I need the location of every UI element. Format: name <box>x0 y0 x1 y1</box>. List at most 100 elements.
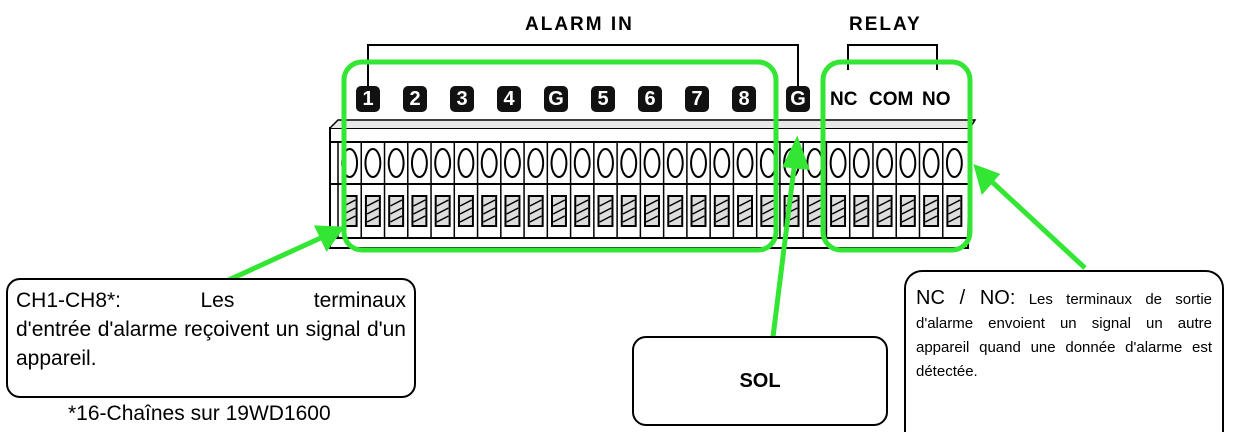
relay-no-label: NO <box>922 89 951 110</box>
clamp-hatch <box>459 207 473 215</box>
alarm-in-label: ALARM IN <box>525 14 634 35</box>
clamp-hatch <box>738 207 752 215</box>
clamp-hatch <box>529 199 542 207</box>
terminal-hole <box>457 148 475 178</box>
clamp-hatch <box>948 207 961 215</box>
clamp-hatch <box>924 215 938 223</box>
terminal-hole <box>480 148 498 178</box>
clamp-hatch <box>506 207 519 215</box>
relay-arrow-head <box>973 163 1001 196</box>
terminal-hole <box>410 148 428 178</box>
channels-arrow-head <box>313 225 345 252</box>
clamp-hatch <box>901 207 915 215</box>
clamp-hatch <box>366 207 380 215</box>
channels-callout-tail: terminaux <box>313 289 406 312</box>
clamp-hatch <box>715 199 728 207</box>
clamp-hatch <box>622 207 635 215</box>
relay-label: RELAY <box>849 14 922 35</box>
clamp-hatch <box>552 199 566 207</box>
terminal-hole <box>620 148 638 178</box>
clamp-hatch <box>948 215 961 223</box>
clamp-hatch <box>901 215 915 223</box>
clamp-hatch <box>692 215 705 223</box>
relay-callout: NC / NO: Les terminaux de sortie d'alarm… <box>904 270 1224 432</box>
clamp-hatch <box>389 199 403 207</box>
clamp-hatch <box>808 207 821 215</box>
clamp-hatch <box>529 215 542 223</box>
clamp-hatch <box>645 199 659 207</box>
ground-1-badge: G <box>544 86 568 112</box>
footnote: *16-Chaînes sur 19WD1600 <box>68 402 331 425</box>
alarm-in-bracket <box>367 44 799 88</box>
clamp-hatch <box>459 199 473 207</box>
clamp-hatch <box>924 199 938 207</box>
clamp-hatch <box>413 199 426 207</box>
clamp-hatch <box>599 199 612 207</box>
terminal-hole <box>736 148 754 178</box>
clamp-hatch <box>855 199 868 207</box>
channel-3-badge: 3 <box>450 86 474 112</box>
terminal-hole <box>643 148 661 178</box>
clamp-hatch <box>413 215 426 223</box>
terminal-hole <box>713 148 731 178</box>
alarm-in-highlight <box>341 59 779 253</box>
clamp-hatch <box>692 199 705 207</box>
terminal-hole <box>899 148 917 178</box>
channel-4-badge: 4 <box>497 86 521 112</box>
terminal-hole <box>852 148 870 178</box>
channel-1-badge: 1 <box>356 86 380 112</box>
clamp-hatch <box>669 207 682 215</box>
clamp-hatch <box>529 207 542 215</box>
clamp-hatch <box>715 207 728 215</box>
channel-5-badge: 5 <box>591 86 615 112</box>
clamp-hatch <box>831 199 845 207</box>
clamp-hatch <box>413 207 426 215</box>
channels-callout: CH1-CH8*: Les terminaux d'entrée d'alarm… <box>6 278 416 398</box>
clamp-hatch <box>622 199 635 207</box>
relay-callout-lead: NC / NO: <box>916 287 1016 309</box>
clamp-hatch <box>738 215 752 223</box>
clamp-hatch <box>692 207 705 215</box>
clamp-hatch <box>878 215 891 223</box>
terminal-hole <box>527 148 545 178</box>
clamp-hatch <box>436 207 449 215</box>
clamp-hatch <box>459 215 473 223</box>
clamp-hatch <box>483 207 496 215</box>
relay-bracket <box>847 44 938 70</box>
clamp-hatch <box>878 199 891 207</box>
terminal-hole <box>690 148 707 178</box>
terminal-hole <box>876 148 894 178</box>
clamp-hatch <box>831 207 845 215</box>
relay-arrow-line <box>988 178 1087 270</box>
clamp-hatch <box>645 215 659 223</box>
clamp-hatch <box>389 207 403 215</box>
ground-arrow-line <box>770 159 798 338</box>
terminal-hole <box>434 148 452 178</box>
clamp-hatch <box>552 207 566 215</box>
clamp-hatch <box>366 199 380 207</box>
clamp-hatch <box>901 199 915 207</box>
clamp-hatch <box>808 199 821 207</box>
channel-2-badge: 2 <box>403 86 427 112</box>
relay-com-label: COM <box>869 89 914 110</box>
terminal-hole <box>573 148 591 178</box>
clamp-hatch <box>622 215 635 223</box>
terminal-block <box>329 119 977 249</box>
clamp-hatch <box>599 215 612 223</box>
clamp-hatch <box>483 215 496 223</box>
clamp-hatch <box>855 207 868 215</box>
clamp-hatch <box>506 199 519 207</box>
terminal-hole <box>387 148 405 178</box>
relay-highlight <box>820 59 973 253</box>
clamp-hatch <box>576 199 589 207</box>
channel-6-badge: 6 <box>638 86 662 112</box>
terminal-hole <box>364 148 382 178</box>
terminal-hole <box>597 148 614 178</box>
clamp-hatch <box>855 215 868 223</box>
clamp-hatch <box>599 207 612 215</box>
clamp-hatch <box>366 215 380 223</box>
channels-callout-lead: CH1-CH8*: <box>16 289 122 312</box>
ground-2-badge: G <box>786 86 810 112</box>
channel-7-badge: 7 <box>685 86 709 112</box>
